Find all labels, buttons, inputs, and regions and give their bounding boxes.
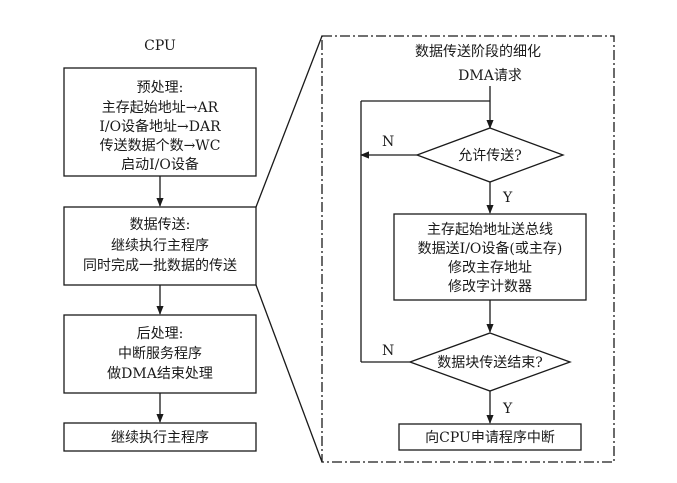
operation-bus: 主存起始地址送总线 [427,222,553,238]
preprocess-line-ar: 主存起始地址→AR [102,100,219,116]
allow-yes-label: Y [502,190,513,206]
postprocess-box [63,314,257,394]
cpu-title: CPU [144,38,176,54]
postprocess-line-end: 做DMA结束处理 [107,366,213,382]
resume-label: 继续执行主程序 [111,429,209,446]
end-no-label: N [382,343,394,359]
interrupt-label: 向CPU申请程序中断 [425,430,555,446]
end-yes-label: Y [502,401,513,417]
detail-panel-frame [321,35,615,463]
zoom-line-bottom [255,284,323,463]
transfer-heading: 数据传送: [130,217,191,233]
transfer-line-batch: 同时完成一批数据的传送 [83,258,237,274]
transfer-line-continue: 继续执行主程序 [111,237,209,254]
allow-decision-label: 允许传送? [458,148,522,164]
preprocess-box [63,67,257,177]
end-decision-label: 数据块传送结束? [437,355,543,371]
transfer-box [63,206,257,286]
preprocess-line-wc: 传送数据个数→WC [100,138,221,154]
postprocess-line-isr: 中断服务程序 [118,346,202,362]
preprocess-heading: 预处理: [137,80,184,96]
zoom-line-top [255,35,323,208]
detail-title: 数据传送阶段的细化 [415,44,541,60]
operations-box [393,213,587,301]
preprocess-line-start: 启动I/O设备 [121,156,199,173]
operation-data: 数据送I/O设备(或主存) [418,240,563,257]
interrupt-box [398,423,582,451]
preprocess-line-dar: I/O设备地址→DAR [99,118,221,135]
operation-counter: 修改字计数器 [448,279,532,295]
postprocess-heading: 后处理: [137,326,184,342]
operation-address: 修改主存地址 [448,260,532,276]
dma-request-label: DMA请求 [458,68,522,84]
allow-no-label: N [382,134,394,150]
resume-box [63,422,257,452]
